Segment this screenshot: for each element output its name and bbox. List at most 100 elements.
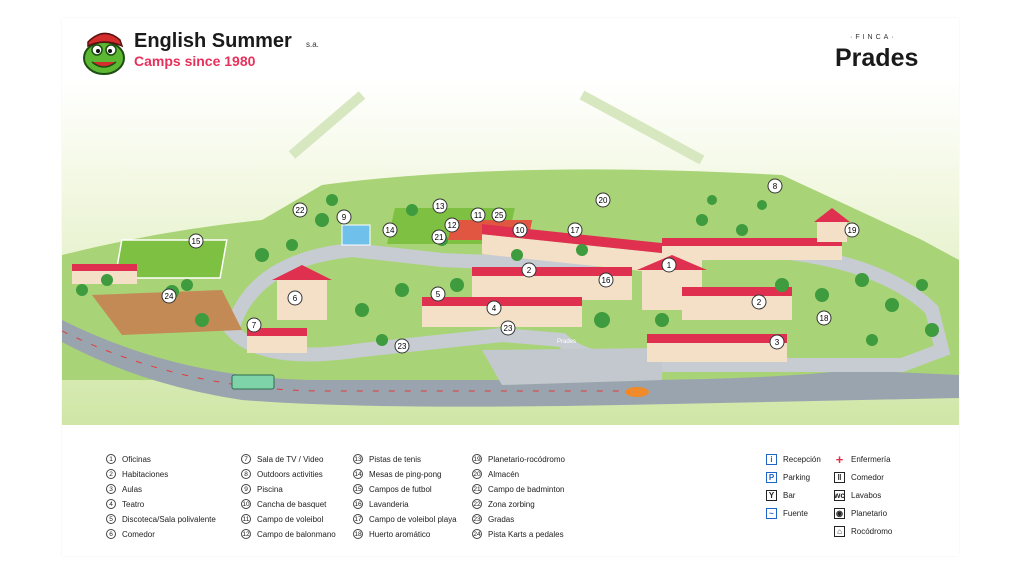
parking-lot	[482, 348, 662, 385]
legend-number-badge: 7	[241, 454, 251, 464]
svg-text:23: 23	[398, 342, 407, 351]
legend-symbol-planetarium: ◉Planetario	[834, 508, 887, 519]
svg-text:5: 5	[436, 290, 441, 299]
legend-label: Gradas	[488, 514, 515, 524]
legend-number-badge: 10	[241, 499, 251, 509]
legend-symbol-label: Bar	[783, 491, 796, 500]
legend-number-badge: 22	[472, 499, 482, 509]
legend-symbol-parking: P Parking	[766, 472, 810, 483]
legend-symbol-label: Comedor	[851, 473, 884, 482]
legend-label: Lavanderia	[369, 499, 409, 509]
legend-number-badge: 6	[106, 529, 116, 539]
legend-number-badge: 19	[472, 454, 482, 464]
legend-item-4: 4 Teatro	[106, 499, 144, 509]
legend-label: Campo de badminton	[488, 484, 565, 494]
legend-number-badge: 23	[472, 514, 482, 524]
prades-sign: Prades	[557, 339, 576, 345]
svg-text:25: 25	[495, 211, 504, 220]
legend-number-badge: 9	[241, 484, 251, 494]
legend-number-badge: 2	[106, 469, 116, 479]
legend-item-20: 20 Almacén	[472, 469, 519, 479]
svg-text:2: 2	[527, 266, 532, 275]
legend-label: Outdoors activities	[257, 469, 323, 479]
svg-text:18: 18	[820, 314, 829, 323]
legend-label: Pista Karts a pedales	[488, 529, 564, 539]
legend-label: Oficinas	[122, 454, 151, 464]
planetarium-icon: ◉	[834, 508, 845, 519]
svg-text:22: 22	[296, 206, 305, 215]
legend-label: Comedor	[122, 529, 155, 539]
brand-tagline: Camps since 1980	[134, 53, 256, 69]
legend-label: Mesas de ping-pong	[369, 469, 442, 479]
legend-item-3: 3 Aulas	[106, 484, 142, 494]
finca-label: ·FINCA·	[850, 34, 897, 41]
brand-name: English Summer	[134, 30, 292, 52]
svg-text:16: 16	[602, 276, 611, 285]
legend-label: Planetario-rocódromo	[488, 454, 565, 464]
svg-text:23: 23	[504, 324, 513, 333]
legend-item-6: 6 Comedor	[106, 529, 155, 539]
legend-symbol-label: Lavabos	[851, 491, 882, 500]
legend-symbol-toilets: wc Lavabos	[834, 490, 881, 501]
prades-logo-text: Prades	[835, 44, 919, 72]
svg-text:9: 9	[342, 213, 347, 222]
swimming-pool	[341, 224, 371, 246]
map-markers: 1 2 2 3 4 5 6 7 8 9 10 11 12 13 14 15 16…	[161, 178, 860, 354]
svg-text:19: 19	[848, 226, 857, 235]
legend-number-badge: 15	[353, 484, 363, 494]
legend-label: Huerto aromático	[369, 529, 431, 539]
legend-symbol-label: Fuente	[783, 509, 808, 518]
legend-symbol-label: Parking	[783, 473, 811, 482]
legend-label: Almacén	[488, 469, 520, 479]
legend-number-badge: 12	[241, 529, 251, 539]
svg-text:17: 17	[571, 226, 580, 235]
legend-label: Aulas	[122, 484, 143, 494]
svg-text:4: 4	[492, 304, 497, 313]
legend-number-badge: 18	[353, 529, 363, 539]
svg-text:11: 11	[474, 211, 483, 220]
parking-icon: P	[766, 472, 777, 483]
legend-number-badge: 20	[472, 469, 482, 479]
main-road	[62, 320, 959, 407]
legend-label: Campo de voleibol playa	[369, 514, 457, 524]
toilets-icon: wc	[834, 490, 845, 501]
legend-label: Teatro	[122, 499, 145, 509]
svg-text:20: 20	[599, 196, 608, 205]
legend-label: Campos de futbol	[369, 484, 432, 494]
legend-symbol-fountain: ~ Fuente	[766, 508, 808, 519]
trees	[76, 194, 939, 346]
legend-number-badge: 11	[241, 514, 251, 524]
climbing-icon: ⌂	[834, 526, 845, 537]
svg-text:10: 10	[516, 226, 525, 235]
fountain-icon: ~	[766, 508, 777, 519]
svg-text:12: 12	[448, 221, 457, 230]
bus	[231, 374, 275, 390]
svg-text:14: 14	[386, 226, 395, 235]
svg-text:7: 7	[252, 321, 257, 330]
legend-item-18: 18 Huerto aromático	[353, 529, 430, 539]
football-field	[114, 239, 228, 279]
svg-text:13: 13	[436, 202, 445, 211]
legend-number-badge: 3	[106, 484, 116, 494]
legend-label: Pistas de tenis	[369, 454, 422, 464]
legend-symbol-climbing: ⌂Rocódromo	[834, 526, 892, 537]
svg-text:21: 21	[435, 233, 444, 242]
campus-map: 1 2 2 3 4 5 6 7 8 9 10 11 12 13 14 15 16…	[62, 80, 959, 425]
bar-icon: Y	[766, 490, 777, 501]
car	[625, 387, 649, 397]
legend-number-badge: 4	[106, 499, 116, 509]
dining-icon: ‖	[834, 472, 845, 483]
legend-number-badge: 8	[241, 469, 251, 479]
svg-text:3: 3	[775, 338, 780, 347]
inner-road	[224, 242, 951, 372]
first-aid-icon: +	[834, 452, 845, 467]
